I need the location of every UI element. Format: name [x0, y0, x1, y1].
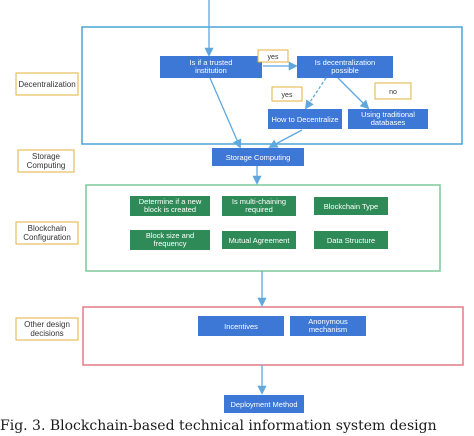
storage-computing-node: [212, 148, 304, 166]
other-design-decisions-label-box: [15, 317, 79, 341]
blockchain-type-text: Blockchain Type: [324, 202, 378, 211]
figure-caption: Fig. 3. Blockchain-based technical infor…: [0, 418, 437, 434]
data-structure-text: Data Structure: [327, 236, 375, 245]
storage-computing-text: Storage Computing: [226, 153, 291, 162]
arrow-possible-to-how: [304, 77, 327, 110]
arrow-how-to-storage: [268, 129, 303, 148]
decentralization-possible-node: [297, 56, 393, 78]
other-design-decisions-frame: [82, 306, 464, 366]
multi-chaining-node: [222, 196, 296, 216]
yes-label-box-1: [257, 49, 289, 63]
deployment-method-node: [224, 395, 304, 413]
yes-label-1: yes: [268, 54, 279, 61]
how-to-decentralize-node: [268, 109, 342, 129]
incentives-text: Incentives: [224, 322, 258, 331]
mutual-agreement-node: [222, 231, 296, 249]
determine-new-block-node: [130, 196, 210, 216]
traditional-databases-node: [348, 109, 428, 129]
mutual-agreement-text: Mutual Agreement: [229, 236, 291, 245]
decentralization-label-box: [15, 72, 79, 96]
arrow-possible-to-traditional: [337, 77, 370, 110]
blockchain-configuration-label-box: [15, 221, 79, 245]
storage-computing-label-box: [17, 149, 75, 173]
how-to-decentralize-text: How to Decentralize: [271, 115, 338, 124]
no-label: no: [389, 89, 397, 96]
data-structure-node: [314, 231, 388, 249]
yes-label-2: yes: [282, 92, 293, 99]
no-label-box: [374, 82, 412, 100]
block-size-frequency-node: [130, 230, 210, 250]
decentralization-label: Decentralization: [18, 80, 75, 89]
blockchain-type-node: [314, 197, 388, 215]
deployment-method-text: Deployment Method: [230, 400, 297, 409]
incentives-node: [198, 316, 284, 336]
yes-label-box-2: [271, 86, 303, 102]
arrow-trusted-to-storage: [209, 77, 242, 149]
blockchain-configuration-frame: [85, 184, 441, 272]
anonymous-mechanism-node: [290, 316, 366, 336]
trusted-institution-node: [160, 56, 262, 78]
